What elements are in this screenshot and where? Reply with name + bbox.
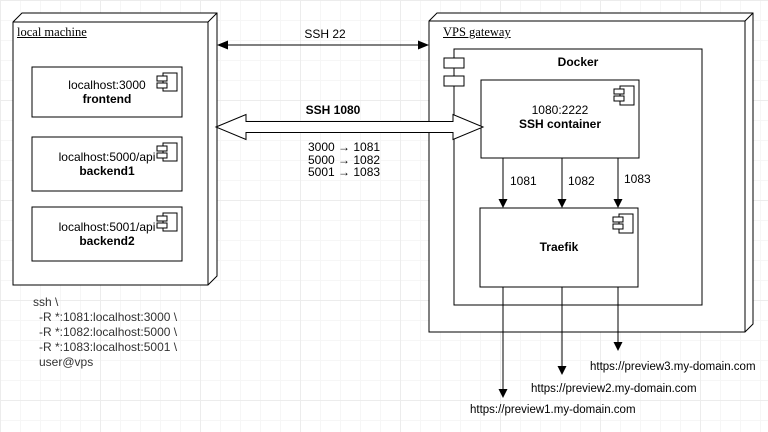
port-label-1082: 1082 bbox=[568, 174, 595, 188]
backend2-component-icon bbox=[156, 212, 178, 232]
frontend-label: localhost:3000 frontend bbox=[32, 78, 182, 106]
ssh1080-block-arrow bbox=[214, 113, 485, 141]
ssh-to-traefik-arrows bbox=[498, 158, 623, 208]
ssh-command-block: ssh \ -R *:1081:localhost:3000 \ -R *:10… bbox=[33, 295, 177, 370]
docker-label: Docker bbox=[557, 55, 599, 69]
ssh-container-ports: 1080:2222 bbox=[531, 103, 589, 117]
frontend-name: frontend bbox=[82, 92, 132, 106]
ssh-command-line-3: -R *:1082:localhost:5000 \ bbox=[39, 325, 178, 339]
ssh-container-box bbox=[480, 79, 640, 159]
ssh-command-line-5: user@vps bbox=[39, 355, 94, 369]
url-preview3: https://preview3.my-domain.com bbox=[590, 361, 756, 373]
url-preview2: https://preview2.my-domain.com bbox=[531, 383, 697, 395]
ssh-container-component-icon bbox=[613, 85, 635, 106]
backend2-name: backend2 bbox=[79, 234, 135, 248]
local-machine-title: local machine bbox=[17, 25, 87, 39]
ssh22-arrow bbox=[217, 40, 429, 50]
url-preview1: https://preview1.my-domain.com bbox=[470, 404, 636, 416]
traefik-to-url-arrows bbox=[498, 287, 623, 398]
ssh1080-label: SSH 1080 bbox=[305, 103, 361, 117]
ssh22-label: SSH 22 bbox=[304, 27, 346, 41]
traefik-label: Traefik bbox=[539, 240, 579, 254]
backend1-label: localhost:5000/api backend1 bbox=[32, 150, 182, 178]
ssh-command-line-2: -R *:1081:localhost:3000 \ bbox=[39, 310, 178, 324]
backend1-name: backend1 bbox=[79, 164, 135, 178]
port-mapping-list: 3000 → 1081 5000 → 1082 5001 → 1083 bbox=[308, 141, 380, 179]
backend2-label: localhost:5001/api backend2 bbox=[32, 220, 182, 248]
port-label-1081: 1081 bbox=[510, 174, 537, 188]
port-label-1083: 1083 bbox=[624, 172, 651, 186]
backend1-address: localhost:5000/api bbox=[58, 150, 156, 164]
port-mapping-3: 5001 → 1083 bbox=[308, 165, 381, 179]
backend1-component-icon bbox=[156, 142, 178, 162]
frontend-box bbox=[31, 66, 183, 118]
frontend-address: localhost:3000 bbox=[68, 78, 146, 92]
docker-component-tab-bottom bbox=[443, 75, 465, 87]
ssh-command-line-4: -R *:1083:localhost:5001 \ bbox=[39, 340, 178, 354]
docker-component-tab-top bbox=[443, 57, 465, 69]
traefik-component-icon bbox=[612, 213, 634, 234]
ssh-container-label: 1080:2222 SSH container bbox=[481, 103, 639, 131]
frontend-component-icon bbox=[156, 72, 178, 92]
port-mapping-2: 5000 → 1082 bbox=[308, 152, 381, 167]
ssh-container-name: SSH container bbox=[518, 117, 602, 131]
backend2-address: localhost:5001/api bbox=[58, 220, 156, 234]
ssh-command-line-1: ssh \ bbox=[33, 295, 59, 309]
vps-gateway-title: VPS gateway bbox=[443, 25, 511, 39]
traefik-box bbox=[479, 207, 639, 288]
port-mapping-1: 3000 → 1081 bbox=[308, 140, 381, 154]
